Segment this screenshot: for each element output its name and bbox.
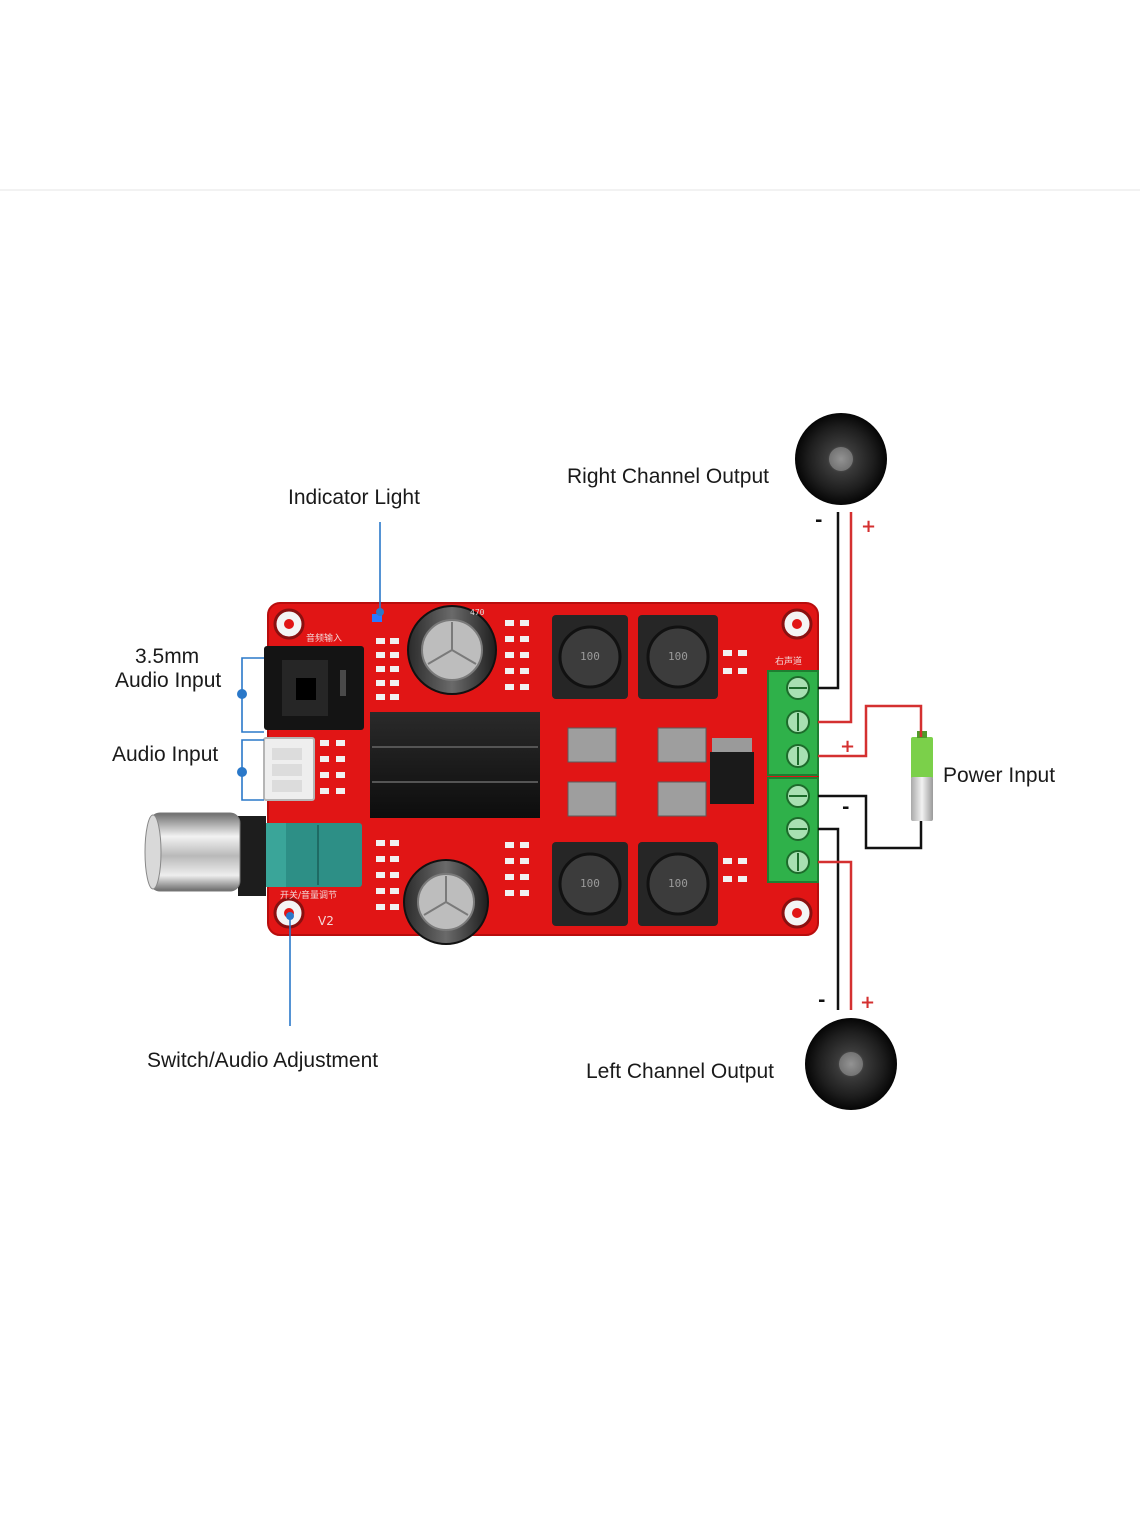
right-minus-wire <box>818 512 840 690</box>
inductor: 100 <box>552 615 628 699</box>
power-plus-sign: + <box>840 736 855 757</box>
smd-chip <box>567 727 617 763</box>
left-minus-sign: - <box>818 990 825 1011</box>
left-speaker-icon <box>805 1018 897 1110</box>
mounting-hole <box>781 608 813 640</box>
power-minus-sign: - <box>842 797 849 818</box>
label-audio-input: Audio Input <box>112 743 218 766</box>
inductor-mark: 100 <box>668 877 688 890</box>
callout-dot <box>237 689 247 699</box>
indicator-led <box>372 614 382 622</box>
capacitor-bottom <box>403 859 489 945</box>
right-output-terminal <box>767 670 819 776</box>
left-plus-sign: + <box>860 992 875 1013</box>
smd-chip <box>567 781 617 817</box>
mounting-hole <box>781 897 813 929</box>
silkscreen-input-text: 音频输入 <box>306 632 342 644</box>
power-minus-wire <box>818 794 923 850</box>
right-plus-sign: + <box>861 516 876 537</box>
right-minus-sign: - <box>815 510 822 531</box>
smd-chip <box>657 781 707 817</box>
inductor: 100 <box>638 615 718 699</box>
voltage-regulator <box>710 738 754 804</box>
right-speaker-icon <box>795 413 887 505</box>
left-output-terminal <box>767 777 819 883</box>
xh-audio-connector <box>263 737 315 801</box>
silkscreen-right-text: 右声道 <box>775 655 802 667</box>
inductor: 100 <box>638 842 718 926</box>
mounting-hole <box>273 608 305 640</box>
smd-pads <box>320 620 747 910</box>
inductor-mark: 100 <box>668 650 688 663</box>
left-plus-wire <box>818 860 853 1010</box>
label-power-input: Power Input <box>943 764 1055 787</box>
label-right-channel-output: Right Channel Output <box>567 465 769 488</box>
pcb-board: 音频输入 V2 开关/音量调节 右声道 <box>144 602 819 945</box>
heatsink <box>370 712 540 818</box>
right-plus-wire <box>818 512 853 724</box>
callout-dot <box>237 767 247 777</box>
inductor: 100 <box>552 842 628 926</box>
capacitor-mark: 470 <box>470 608 485 617</box>
volume-potentiometer <box>144 812 362 896</box>
label-jack-line1: 3.5mm <box>135 645 199 668</box>
silkscreen-switch-text: 开关/音量调节 <box>280 889 337 901</box>
label-jack-line2: Audio Input <box>115 669 221 692</box>
battery-icon <box>911 731 933 821</box>
inductor-mark: 100 <box>580 877 600 890</box>
label-indicator-light: Indicator Light <box>288 486 420 509</box>
capacitor-top: 470 <box>407 605 497 695</box>
callout-dot <box>376 608 384 616</box>
wiring <box>818 512 923 1010</box>
label-left-channel-output: Left Channel Output <box>586 1060 774 1083</box>
audio-jack-3-5mm <box>264 646 364 730</box>
callout-dot <box>286 912 294 920</box>
power-plus-wire <box>818 704 923 758</box>
silkscreen-version: V2 <box>318 914 334 928</box>
inductor-mark: 100 <box>580 650 600 663</box>
smd-chip <box>657 727 707 763</box>
label-switch-audio-adjustment: Switch/Audio Adjustment <box>147 1049 378 1072</box>
left-minus-wire <box>818 827 840 1010</box>
